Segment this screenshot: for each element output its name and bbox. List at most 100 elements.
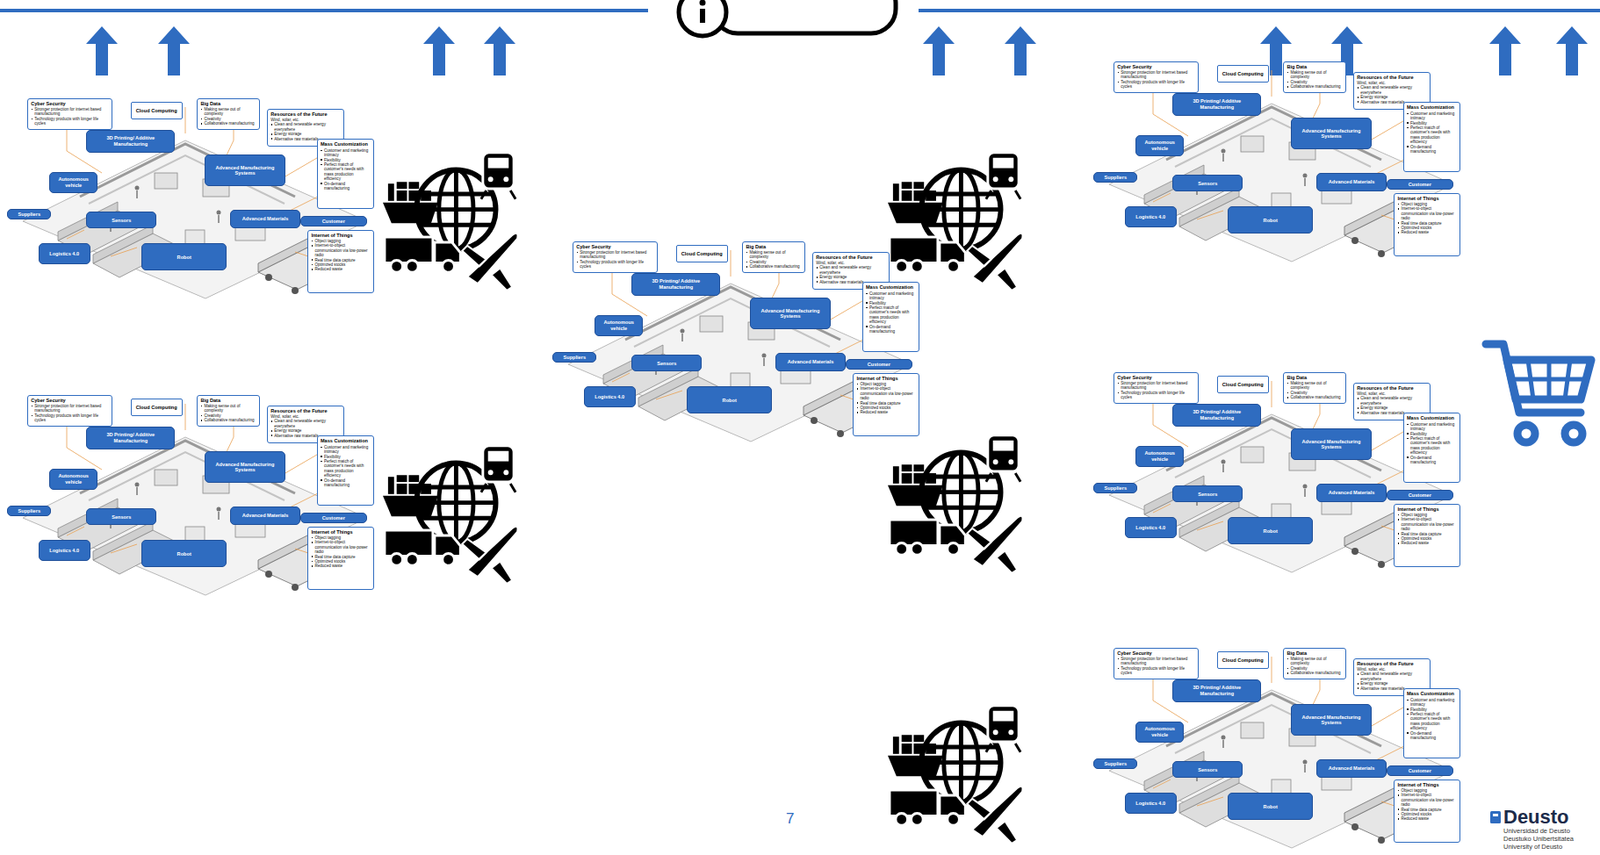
bullet-text: Stronger protection for internet based m… [1117,70,1196,80]
bullet-text: Technology products with longer life cyc… [1117,79,1196,90]
box-text-holder: Logistics 4.0 [49,547,80,554]
box-heading: Internet of Things [1397,195,1457,202]
bullet-text: Customer and marketing intimacy [1406,111,1457,122]
box-heading: Advanced Materials [242,512,289,519]
box-heading: Sensors [1197,180,1218,187]
bullet-text: Customer and marketing intimacy [1406,698,1457,708]
callout-box: Cloud Computing [1217,651,1269,669]
box-heading: Sensors [111,217,131,224]
box-heading: Advanced Manufacturing Systems [753,308,828,320]
callout-box: Internet of ThingsObject taggingInternet… [852,373,920,437]
box-subheading: Wind, solar, etc. [270,117,341,123]
box-heading: Suppliers [1104,485,1128,491]
component-box: 3D Printing/ Additive Manufacturing [86,129,175,153]
box-text-holder: Autonomous vehicle [1138,726,1181,738]
transport-icon [887,706,1023,844]
box-heading: Advanced Manufacturing Systems [1294,128,1369,140]
box-heading: Resources of the Future [1356,385,1428,391]
bullet-text: Energy storage [270,428,341,433]
box-text-holder: 3D Printing/ Additive Manufacturing [634,278,717,290]
box-text-holder: Suppliers [1104,761,1128,767]
box-heading: Logistics 4.0 [49,547,80,554]
component-box: Robot [1227,517,1313,545]
box-heading: Cloud Computing [681,251,723,257]
component-box: Robot [1227,792,1313,821]
component-box: Customer [1386,490,1454,501]
component-box: Advanced Materials [1316,172,1387,193]
box-subheading: Wind, solar, etc. [1356,667,1428,672]
bullet-text: Energy storage [815,274,887,280]
top-rule [0,8,649,13]
box-heading: Suppliers [1104,761,1128,767]
bullet-text: Perfect match of customer's needs with m… [1406,125,1457,145]
component-box: Advanced Manufacturing Systems [1290,704,1372,736]
box-text-holder: Suppliers [1104,174,1128,181]
box-text-holder: Sensors [111,514,131,520]
bullet-text: Reduced waste [310,563,371,569]
bullet-text: Flexibility [320,158,371,163]
bullet-text: Reduced waste [856,410,916,415]
box-heading: Cyber Security [30,100,109,107]
box-text-holder: Cloud Computing [1222,381,1264,388]
box-text-holder: Customer [1408,492,1432,498]
bullet-text: Internet-to-object communication via low… [1397,792,1457,808]
bullet-text: Collaborative manufacturing [1286,84,1342,89]
box-heading: Cloud Computing [1222,381,1264,388]
transport-icon [887,152,1023,291]
box-text-holder: Robot [177,551,192,557]
bullet-text: Clean and renewable energy everywhere [1356,85,1428,95]
component-box: 3D Printing/ Additive Manufacturing [1172,679,1262,703]
bullet-text: Reduced waste [1397,540,1457,546]
component-box: Suppliers [1093,172,1138,183]
component-box: Sensors [1172,174,1243,192]
bullet-text: Flexibility [865,301,916,306]
shopping-cart [1485,344,1592,443]
logo-subtitle: Universidad de Deusto [1503,828,1571,836]
up-arrows [86,26,1588,76]
component-box: Robot [141,540,227,568]
box-heading: Suppliers [18,508,42,514]
bullet-text: Flexibility [1406,121,1457,126]
callout-box: Internet of ThingsObject taggingInternet… [1393,504,1461,568]
transport-icon [382,152,518,291]
component-box: Autonomous vehicle [49,172,98,194]
box-heading: Autonomous vehicle [52,473,94,485]
bullet-text: Internet-to-object communication via low… [1397,206,1457,221]
component-box: Advanced Materials [230,209,301,230]
box-heading: Customer [1408,768,1432,774]
component-box: Advanced Materials [775,353,846,373]
box-heading: Big Data [1286,650,1342,656]
box-heading: Big Data [200,397,256,404]
component-box: Sensors [86,508,157,526]
box-heading: Advanced Manufacturing Systems [1294,714,1369,727]
box-text-holder: Suppliers [18,211,42,217]
box-heading: Internet of Things [1397,506,1457,512]
box-heading: Advanced Materials [1328,179,1376,185]
bullet-text: Optimized stocks [1397,812,1457,817]
box-heading: Robot [177,551,192,557]
box-text-holder: 3D Printing/ Additive Manufacturing [1175,409,1258,421]
bullet-text: Real time data capture [310,554,371,560]
box-heading: Sensors [656,360,677,367]
callout-box: Cloud Computing [676,245,728,262]
box-heading: Robot [1263,217,1278,224]
box-text-holder: Robot [1263,804,1278,810]
bullet-text: Perfect match of customer's needs with m… [320,162,371,182]
box-heading: Suppliers [1104,174,1128,181]
bullet-text: On-demand manufacturing [1406,731,1457,742]
callout-box: Big DataMaking sense out of complexityCr… [196,98,260,130]
bullet-text: Internet-to-object communication via low… [856,386,916,401]
callout-box: Cloud Computing [1217,64,1269,82]
bullet-text: Collaborative manufacturing [1286,670,1342,676]
box-heading: Cloud Computing [136,108,178,114]
bullet-text: Real time data capture [1397,221,1457,226]
component-box: Suppliers [7,209,51,220]
bullet-text: Clean and renewable energy everywhere [1356,396,1428,406]
box-heading: Cloud Computing [1222,71,1264,77]
box-text-holder: Sensors [1197,180,1218,187]
box-text-holder: Sensors [1197,767,1218,773]
bullet-text: Technology products with longer life cyc… [1117,390,1196,401]
component-box: Logistics 4.0 [38,243,91,265]
box-heading: Advanced Materials [1328,765,1376,772]
box-heading: Internet of Things [310,232,371,238]
